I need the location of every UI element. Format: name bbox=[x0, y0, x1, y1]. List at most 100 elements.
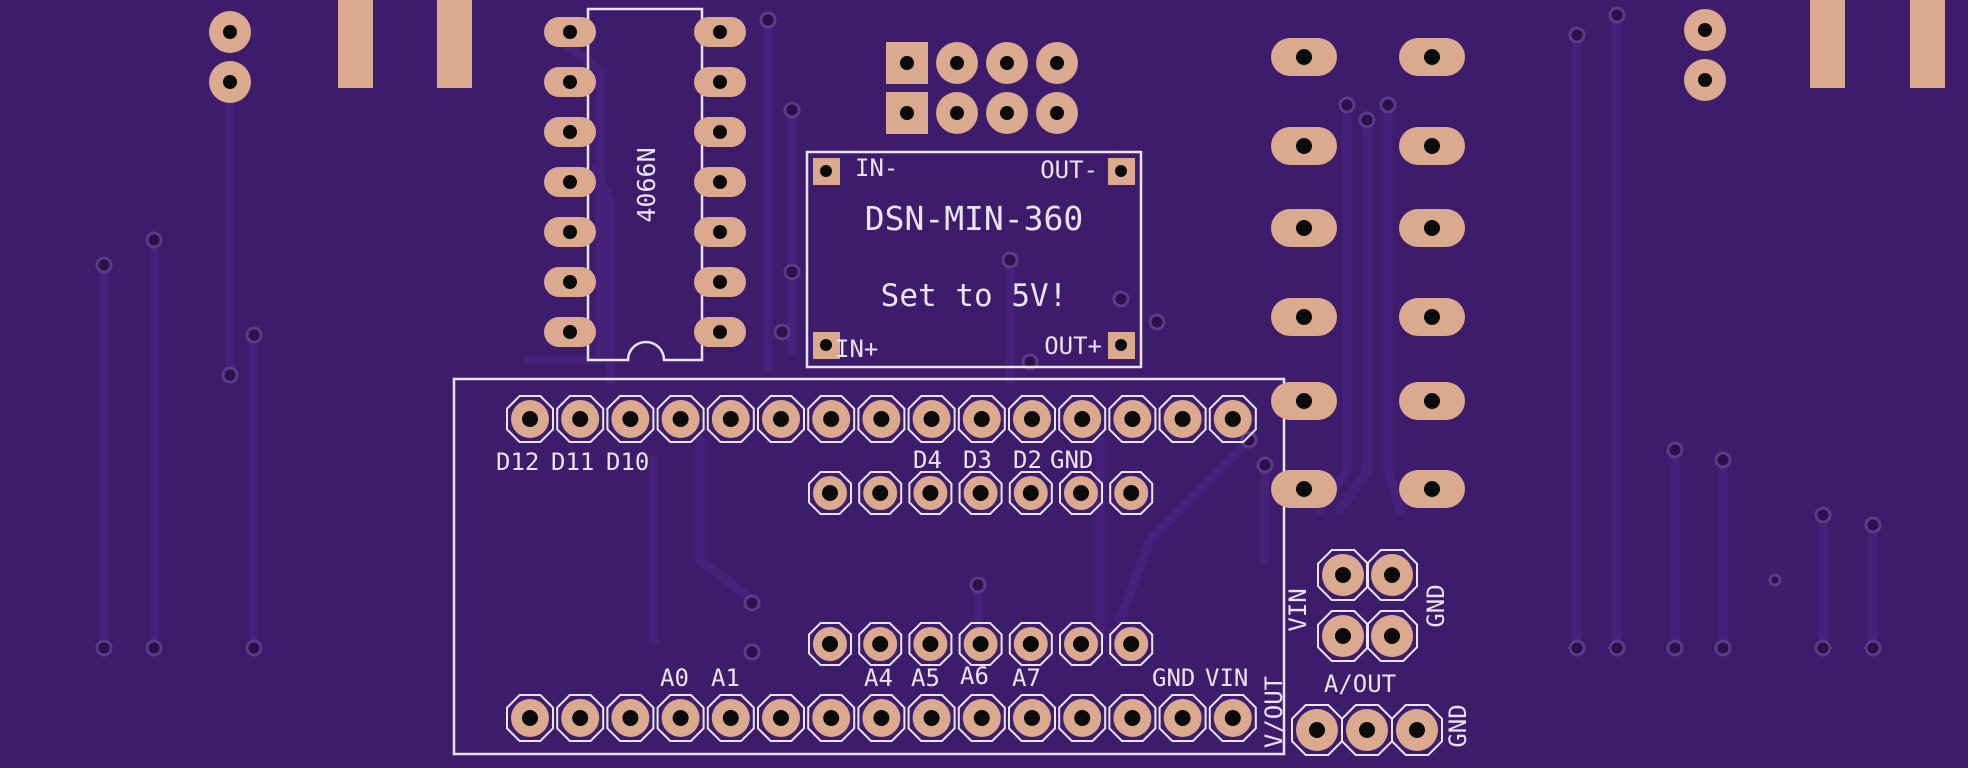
nano-pin-pad bbox=[606, 395, 655, 443]
label-d4: D4 bbox=[913, 446, 942, 474]
label-a1: A1 bbox=[711, 664, 740, 692]
converter-in-minus: IN- bbox=[855, 154, 898, 182]
nano-pin-pad bbox=[1008, 395, 1056, 443]
nano-inner-row-top bbox=[808, 471, 1154, 515]
terminal-pad bbox=[1399, 470, 1465, 508]
ic-pin-pad bbox=[544, 17, 596, 47]
nano-pin-pad bbox=[757, 694, 805, 742]
nano-inner-pad bbox=[1109, 471, 1154, 515]
vias bbox=[95, 6, 1882, 661]
ic-4066n: 4066N bbox=[544, 7, 746, 362]
nano-pin-pad bbox=[857, 694, 906, 742]
nano-inner-pad bbox=[1008, 471, 1053, 515]
nano-top-header bbox=[506, 395, 1257, 443]
aout-gnd-label: GND bbox=[1444, 704, 1472, 747]
arduino-nano-footprint: D12 D11 D10 D4 D3 D2 GND A0 A1 A4 A5 A6 … bbox=[452, 377, 1288, 756]
label-d12: D12 bbox=[496, 448, 539, 476]
converter-title: DSN-MIN-360 bbox=[865, 199, 1084, 238]
power-pin-pad bbox=[1317, 610, 1369, 662]
ic-pin-pad bbox=[694, 317, 746, 347]
nano-inner-pad bbox=[1059, 622, 1103, 666]
label-d11: D11 bbox=[551, 448, 594, 476]
terminal-pad bbox=[1399, 127, 1465, 165]
terminal-pad bbox=[1399, 298, 1465, 336]
ic-label: 4066N bbox=[632, 147, 661, 222]
nano-inner-pad bbox=[908, 471, 953, 515]
header-2x4 bbox=[886, 42, 1078, 134]
nano-pin-pad bbox=[1108, 694, 1157, 742]
label-a4: A4 bbox=[864, 664, 893, 692]
converter-in-plus: IN+ bbox=[835, 335, 878, 363]
nano-pin-pad bbox=[907, 395, 956, 443]
right-two-pin-header bbox=[1684, 9, 1726, 101]
nano-pin-pad bbox=[1158, 694, 1207, 742]
ic-pin-pad bbox=[544, 267, 596, 297]
aout-pin-pad bbox=[1391, 704, 1443, 756]
nano-pin-pad bbox=[857, 395, 906, 443]
nano-pin-pad bbox=[957, 395, 1006, 443]
nano-pin-pad bbox=[957, 694, 1006, 742]
nano-inner-pad bbox=[1109, 622, 1154, 666]
power-aout-label: A/OUT bbox=[1324, 670, 1396, 698]
nano-pin-pad bbox=[556, 395, 605, 443]
power-gnd-label: GND bbox=[1422, 584, 1450, 627]
label-gnd-bottom: GND bbox=[1152, 664, 1195, 692]
terminal-pad bbox=[1399, 209, 1465, 247]
nano-pin-pad bbox=[907, 694, 956, 742]
power-pin-pad bbox=[1366, 549, 1418, 601]
ic-pin-pad bbox=[694, 167, 746, 197]
nano-pin-pad bbox=[706, 694, 755, 742]
terminal-pad bbox=[1271, 38, 1337, 76]
ic-pin-pad bbox=[544, 167, 596, 197]
label-a6: A6 bbox=[960, 662, 989, 690]
converter-out-plus: OUT+ bbox=[1044, 332, 1102, 360]
nano-pin-pad bbox=[1208, 395, 1257, 443]
ic-pin-pad bbox=[694, 117, 746, 147]
terminal-pad bbox=[1271, 298, 1337, 336]
terminal-pads-2x6 bbox=[1271, 38, 1465, 508]
nano-pin-pad bbox=[506, 694, 554, 742]
label-d2: D2 bbox=[1013, 446, 1042, 474]
nano-inner-pad bbox=[1008, 622, 1053, 666]
terminal-pad bbox=[1271, 209, 1337, 247]
nano-pin-pad bbox=[1008, 694, 1056, 742]
nano-inner-pad bbox=[1059, 471, 1103, 515]
nano-pin-pad bbox=[1208, 694, 1257, 742]
terminal-pad bbox=[1271, 127, 1337, 165]
aout-header-1x3: GND bbox=[1291, 704, 1472, 756]
ic-pin-pad bbox=[544, 217, 596, 247]
nano-inner-pad bbox=[908, 622, 953, 666]
ic-pin-pad bbox=[694, 267, 746, 297]
nano-inner-row-bottom bbox=[808, 622, 1154, 666]
nano-pin-pad bbox=[757, 395, 805, 443]
ic-pin-pad bbox=[694, 217, 746, 247]
nano-pin-pad bbox=[656, 395, 705, 443]
nano-pin-pad bbox=[1058, 694, 1107, 742]
converter-out-minus: OUT- bbox=[1040, 156, 1098, 184]
nano-pin-pad bbox=[506, 395, 554, 443]
label-d10: D10 bbox=[606, 448, 649, 476]
aout-pin-pad bbox=[1341, 704, 1393, 756]
ic-pin-pad bbox=[544, 317, 596, 347]
nano-inner-pad bbox=[808, 471, 852, 515]
label-gnd-top: GND bbox=[1050, 446, 1093, 474]
label-a5: A5 bbox=[911, 664, 940, 692]
aout-pin-pad bbox=[1291, 704, 1343, 756]
ic-pin-pad bbox=[694, 17, 746, 47]
ic-pin-pad bbox=[544, 117, 596, 147]
nano-pin-pad bbox=[656, 694, 705, 742]
edge-smd-pads bbox=[338, 0, 1945, 88]
ic-pin-pad bbox=[544, 67, 596, 97]
terminal-pad bbox=[1271, 470, 1337, 508]
terminal-pad bbox=[1271, 382, 1337, 420]
nano-inner-pad bbox=[958, 622, 1003, 666]
nano-pin-pad bbox=[706, 395, 755, 443]
power-pin-pad bbox=[1317, 549, 1369, 601]
ic-pin-pad bbox=[694, 67, 746, 97]
nano-inner-pad bbox=[958, 471, 1003, 515]
nano-pin-pad bbox=[1158, 395, 1207, 443]
converter-note: Set to 5V! bbox=[881, 278, 1068, 314]
terminal-pad bbox=[1399, 382, 1465, 420]
left-two-pin-header bbox=[209, 11, 251, 103]
